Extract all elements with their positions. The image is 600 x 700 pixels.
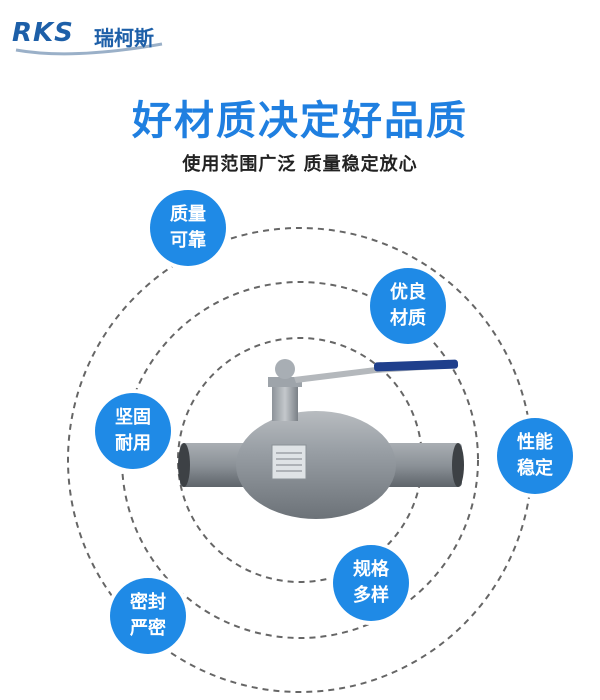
middle-ring [121,281,479,639]
badge-specs-line2: 多样 [353,585,389,606]
badge-performance-line1: 性能 [517,432,553,453]
logo-chinese: 瑞柯斯 [94,26,154,50]
badge-quality-line2: 可靠 [170,230,206,251]
badge-material-line2: 材质 [390,308,426,329]
badge-sealing: 密封 严密 [110,578,186,654]
badge-sealing-line1: 密封 [130,592,166,613]
badge-durable-line1: 坚固 [115,407,151,428]
badge-durable-line2: 耐用 [115,433,151,454]
page-subtitle: 使用范围广泛 质量稳定放心 [182,154,418,175]
badge-material: 优良 材质 [370,268,446,344]
badge-sealing-line2: 严密 [130,618,166,639]
logo-swoosh-icon [15,42,163,56]
badge-performance: 性能 稳定 [497,418,573,494]
badge-material-line1: 优良 [390,282,426,303]
badge-durable: 坚固 耐用 [95,393,171,469]
brand-logo: RKS 瑞柯斯 [12,14,172,58]
page-title: 好材质决定好品质 [132,98,468,144]
badge-specs: 规格 多样 [333,545,409,621]
badge-quality: 质量 可靠 [150,190,226,266]
badge-performance-line2: 稳定 [517,458,553,479]
badge-quality-line1: 质量 [170,204,206,225]
ball-valve-image [178,359,464,519]
logo-latin: RKS [12,18,74,48]
badge-specs-line1: 规格 [353,559,389,580]
